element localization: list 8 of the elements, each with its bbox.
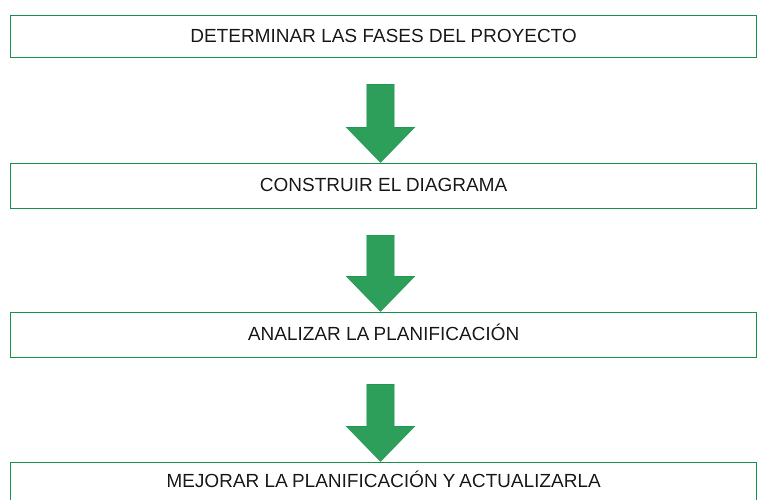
process-box: [10, 462, 757, 500]
step-label: DETERMINAR LAS FASES DEL PROYECTO: [190, 26, 577, 48]
process-box: [10, 312, 757, 358]
process-box: [10, 15, 757, 58]
step-label: MEJORAR LA PLANIFICACIÓN Y ACTUALIZARLA: [166, 471, 601, 493]
step-label: CONSTRUIR EL DIAGRAMA: [260, 175, 508, 197]
step-label: ANALIZAR LA PLANIFICACIÓN: [248, 324, 520, 346]
process-box: [10, 163, 757, 209]
